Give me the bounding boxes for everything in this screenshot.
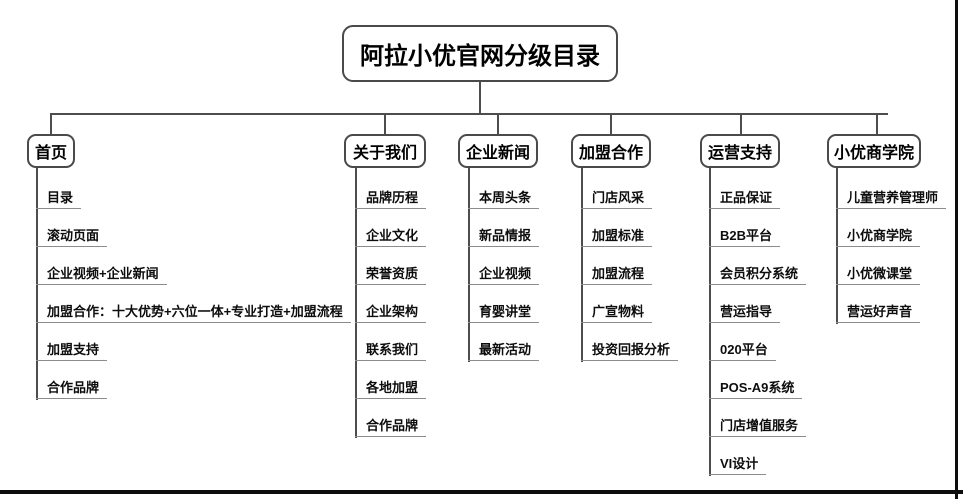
branch-node-label: 加盟合作 [578,145,643,162]
branch-node-label: 运营支持 [707,145,772,162]
tree-item: 企业视频 [468,265,540,285]
tree-item: 加盟支持 [36,341,108,361]
connector-branch-stub [876,113,878,136]
tree-item: 本周头条 [468,189,540,209]
tree-item: VI设计 [709,455,767,475]
branch-node-6: 小优商学院 [827,134,921,168]
tree-item: 企业文化 [355,227,427,247]
connector-branch-spine [468,168,470,362]
connector-branch-stub [384,113,386,136]
root-node: 阿拉小优官网分级目录 [342,25,618,82]
connector-branch-spine [355,168,357,438]
connector-branch-spine [836,168,838,324]
tree-item: 小优微课堂 [836,265,921,285]
connector-branch-spine [581,168,583,362]
tree-item: 荣誉资质 [355,265,427,285]
tree-item: POS-A9系统 [709,379,803,399]
tree-item: 滚动页面 [36,227,108,247]
root-node-label: 阿拉小优官网分级目录 [360,43,600,70]
tree-item: 投资回报分析 [581,341,679,361]
branch-node-5: 运营支持 [700,134,780,168]
tree-item: 各地加盟 [355,379,427,399]
branch-node-1: 首页 [27,134,75,168]
tree-item: 门店增值服务 [709,417,807,437]
branch-node-label: 首页 [34,145,67,162]
tree-item: 最新活动 [468,341,540,361]
tree-item: 020平台 [709,341,776,361]
tree-item: 合作品牌 [36,379,108,399]
connector-bus [50,113,888,115]
connector-branch-stub [740,113,742,136]
connector-branch-stub [610,113,612,136]
tree-item: 目录 [36,189,82,209]
connector-branch-stub [497,113,499,136]
branch-node-label: 小优商学院 [833,145,914,162]
tree-item: 新品情报 [468,227,540,247]
branch-node-label: 企业新闻 [465,145,530,162]
tree-item: 儿童营养管理师 [836,189,947,209]
tree-item: 联系我们 [355,341,427,361]
tree-item: 企业架构 [355,303,427,323]
tree-item: 加盟合作：十大优势+六位一体+专业打造+加盟流程 [36,303,351,323]
tree-item: 加盟流程 [581,265,653,285]
connector-root-drop [479,82,481,113]
tree-item: 门店风采 [581,189,653,209]
branch-node-label: 关于我们 [352,145,417,162]
tree-item: 广宣物料 [581,303,653,323]
tree-item: 合作品牌 [355,417,427,437]
tree-item: 育婴讲堂 [468,303,540,323]
connector-branch-spine [36,168,38,400]
branch-node-3: 企业新闻 [458,134,538,168]
tree-item: 会员积分系统 [709,265,807,285]
branch-node-2: 关于我们 [344,134,426,168]
tree-item: 营运好声音 [836,303,921,323]
frame-right-border [955,0,958,499]
tree-item: 小优商学院 [836,227,921,247]
connector-branch-spine [709,168,711,476]
tree-item: 企业视频+企业新闻 [36,265,167,285]
tree-item: 加盟标准 [581,227,653,247]
frame-bottom-border [0,490,963,494]
branch-node-4: 加盟合作 [571,134,651,168]
tree-item: B2B平台 [709,227,781,247]
tree-item: 正品保证 [709,189,781,209]
tree-item: 营运指导 [709,303,781,323]
connector-branch-stub [50,113,52,136]
tree-item: 品牌历程 [355,189,427,209]
